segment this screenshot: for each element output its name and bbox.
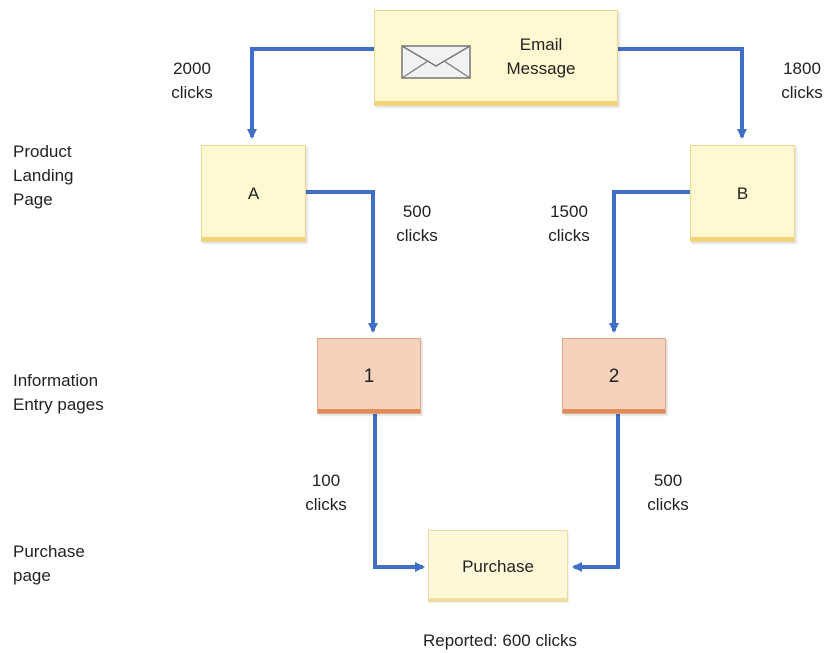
row-label-information-entry: Information Entry pages [13, 371, 104, 414]
edge-email-to-b [618, 47, 747, 139]
email-message-label: Email Message [506, 35, 576, 78]
purchase-node: Purchase [428, 530, 568, 602]
edge-label-email-to-b: 1800 clicks [781, 59, 823, 102]
edge-b-to-2 [609, 190, 690, 333]
edge-a-to-1 [305, 190, 378, 333]
edge-label-b-to-2: 1500 clicks [548, 202, 590, 245]
edge-label-a-to-1: 500 clicks [396, 202, 438, 245]
edge-2-to-purchase [572, 413, 620, 572]
edge-label-2-to-purchase: 500 clicks [647, 471, 689, 514]
landing-page-b-node: B [690, 145, 795, 242]
edge-email-to-a [247, 47, 375, 139]
envelope-icon [401, 45, 471, 79]
email-message-node: Email Message [374, 10, 618, 106]
row-label-product-landing: Product Landing Page [13, 142, 74, 209]
landing-page-a-node: A [201, 145, 306, 242]
edge-1-to-purchase [373, 413, 425, 572]
entry-page-1-node: 1 [317, 338, 421, 414]
reported-clicks-caption: Reported: 600 clicks [422, 631, 578, 650]
entry-page-2-node: 2 [562, 338, 666, 414]
row-label-purchase: Purchase page [13, 542, 85, 585]
edge-label-1-to-purchase: 100 clicks [305, 471, 347, 514]
edge-label-email-to-a: 2000 clicks [171, 59, 213, 102]
